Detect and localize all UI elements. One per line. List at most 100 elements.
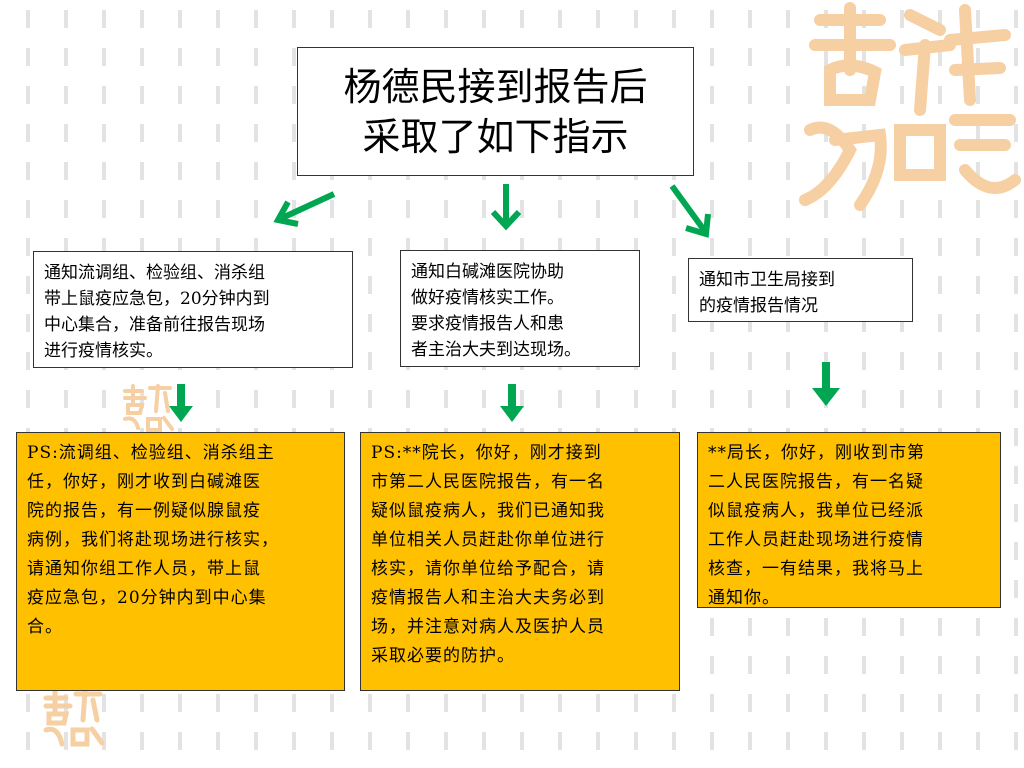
note-text: PS:**院长，你好，刚才接到 (371, 443, 602, 463)
background-dash (710, 390, 714, 408)
background-dash (368, 200, 372, 218)
background-dash (634, 732, 638, 750)
background-dash (254, 162, 258, 180)
background-dash (102, 732, 106, 750)
background-dash (596, 694, 600, 712)
background-dash (520, 694, 524, 712)
background-dash (672, 352, 676, 370)
action-box-hospital-notice: 通知白碱滩医院协助 做好疫情核实工作。 要求疫情报告人和患 者主治大夫到达现场。 (400, 250, 640, 367)
note-text: 疫应急包，20分钟内到中心集 (27, 588, 267, 608)
arrow-down-center (490, 184, 522, 231)
action-text: 通知白碱滩医院协助 (411, 262, 564, 282)
background-dash (862, 732, 866, 750)
arrow-down-right (669, 184, 711, 238)
background-dash (444, 732, 448, 750)
background-dash (254, 86, 258, 104)
background-dash (1014, 200, 1018, 218)
background-dash (1014, 656, 1018, 674)
note-text: 二人民医院报告，有一名疑 (708, 472, 924, 492)
background-dash (178, 10, 182, 28)
background-dash (938, 694, 942, 712)
background-dash (710, 10, 714, 28)
background-dash (710, 200, 714, 218)
background-dash (292, 238, 296, 256)
background-dash (1014, 428, 1018, 446)
background-dash (634, 238, 638, 256)
background-dash (26, 162, 30, 180)
note-text: 核实，请你单位给予配合，请 (371, 559, 605, 579)
background-dash (824, 238, 828, 256)
background-dash (786, 694, 790, 712)
background-dash (786, 656, 790, 674)
background-dash (748, 10, 752, 28)
background-dash (824, 732, 828, 750)
background-dash (140, 694, 144, 712)
background-dash (786, 238, 790, 256)
background-dash (64, 124, 68, 142)
background-dash (444, 238, 448, 256)
background-dash (406, 10, 410, 28)
background-dash (26, 352, 30, 370)
background-dash (102, 86, 106, 104)
background-dash (596, 390, 600, 408)
background-dash (368, 694, 372, 712)
background-dash (482, 238, 486, 256)
background-dash (406, 390, 410, 408)
background-dash (330, 10, 334, 28)
note-text: 工作人员赶赴现场进行疫情 (708, 530, 924, 550)
background-dash (710, 618, 714, 636)
title-line-2: 采取了如下指示 (362, 115, 629, 159)
background-dash (406, 200, 410, 218)
background-dash (102, 238, 106, 256)
background-dash (710, 124, 714, 142)
note-text: 核查，一有结果，我将马上 (708, 559, 924, 579)
background-dash (748, 390, 752, 408)
background-dash (976, 86, 980, 104)
background-dash (748, 48, 752, 66)
background-dash (64, 390, 68, 408)
background-dash (634, 10, 638, 28)
background-dash (64, 694, 68, 712)
background-dash (862, 352, 866, 370)
background-dash (216, 390, 220, 408)
note-text: 疫情报告人和主治大夫务必到 (371, 588, 605, 608)
background-dash (786, 10, 790, 28)
background-dash (786, 200, 790, 218)
background-dash (1014, 542, 1018, 560)
background-dash (1014, 86, 1018, 104)
background-dash (824, 314, 828, 332)
background-dash (482, 390, 486, 408)
background-dash (710, 238, 714, 256)
background-dash (406, 694, 410, 712)
background-dash (824, 200, 828, 218)
background-dash (938, 200, 942, 218)
background-dash (406, 238, 410, 256)
background-dash (216, 238, 220, 256)
note-text: 似鼠疫病人，我单位已经派 (708, 501, 924, 521)
background-dash (900, 314, 904, 332)
background-dash (368, 238, 372, 256)
background-dash (254, 694, 258, 712)
background-dash (140, 10, 144, 28)
background-dash (292, 48, 296, 66)
action-text: 做好疫情核实工作。 (411, 288, 564, 308)
background-dash (748, 352, 752, 370)
background-dash (900, 618, 904, 636)
background-dash (976, 656, 980, 674)
background-dash (26, 314, 30, 332)
background-dash (178, 124, 182, 142)
action-text: 通知市卫生局接到 (699, 270, 835, 290)
background-dash (672, 390, 676, 408)
background-dash (900, 86, 904, 104)
background-dash (178, 162, 182, 180)
action-box-team-notice: 通知流调组、检验组、消杀组 带上鼠疫应急包，20分钟内到 中心集合，准备前往报告… (33, 251, 353, 368)
background-dash (900, 10, 904, 28)
background-dash (900, 694, 904, 712)
background-dash (900, 48, 904, 66)
background-dash (444, 390, 448, 408)
background-dash (748, 124, 752, 142)
background-dash (824, 694, 828, 712)
note-text: 任，你好，刚才收到白碱滩医 (27, 472, 261, 492)
background-dash (140, 48, 144, 66)
background-dash (102, 162, 106, 180)
